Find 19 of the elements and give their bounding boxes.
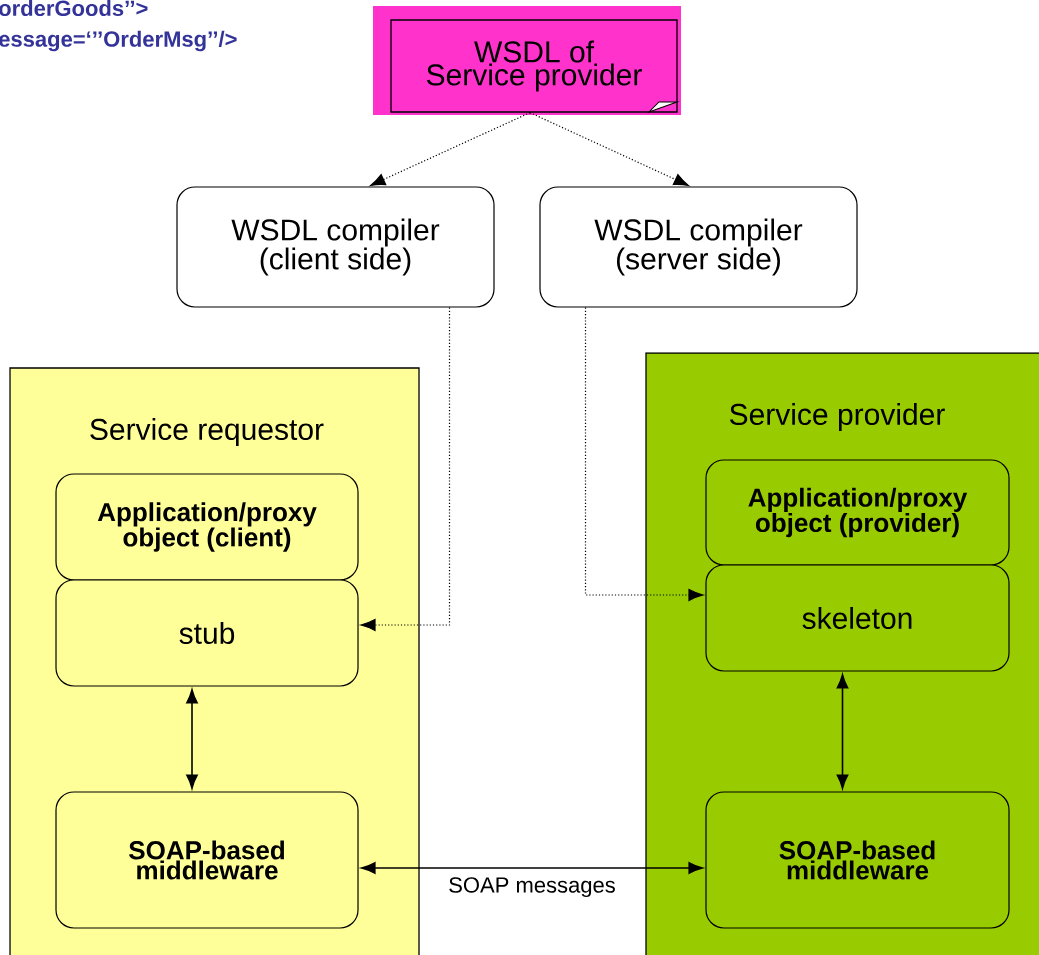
arrow (370, 112, 531, 186)
process-box: Application/proxy object (client) (55, 473, 359, 581)
process-box: skeleton (705, 564, 1010, 672)
document-box: WSDL of Service provider (373, 6, 681, 115)
edge-label: SOAP messages (447, 876, 617, 899)
process-box: WSDL compiler (client side) (176, 186, 495, 308)
arrow (186, 689, 198, 789)
process-box: SOAP-based middleware (55, 791, 359, 929)
process-box: stub (55, 579, 359, 687)
process-box: Application/proxy object (provider) (705, 459, 1010, 566)
process-box: WSDL compiler (server side) (539, 186, 858, 308)
arrow (360, 307, 451, 632)
process-box: SOAP-based middleware (705, 791, 1010, 929)
arrow (584, 307, 704, 602)
code-text: essage=‘’’OrderMsg’’/> (0, 30, 237, 52)
arrow (529, 112, 689, 186)
code-text: orderGoods’’> (0, 0, 148, 17)
arrow (361, 862, 703, 874)
arrow (836, 674, 849, 789)
